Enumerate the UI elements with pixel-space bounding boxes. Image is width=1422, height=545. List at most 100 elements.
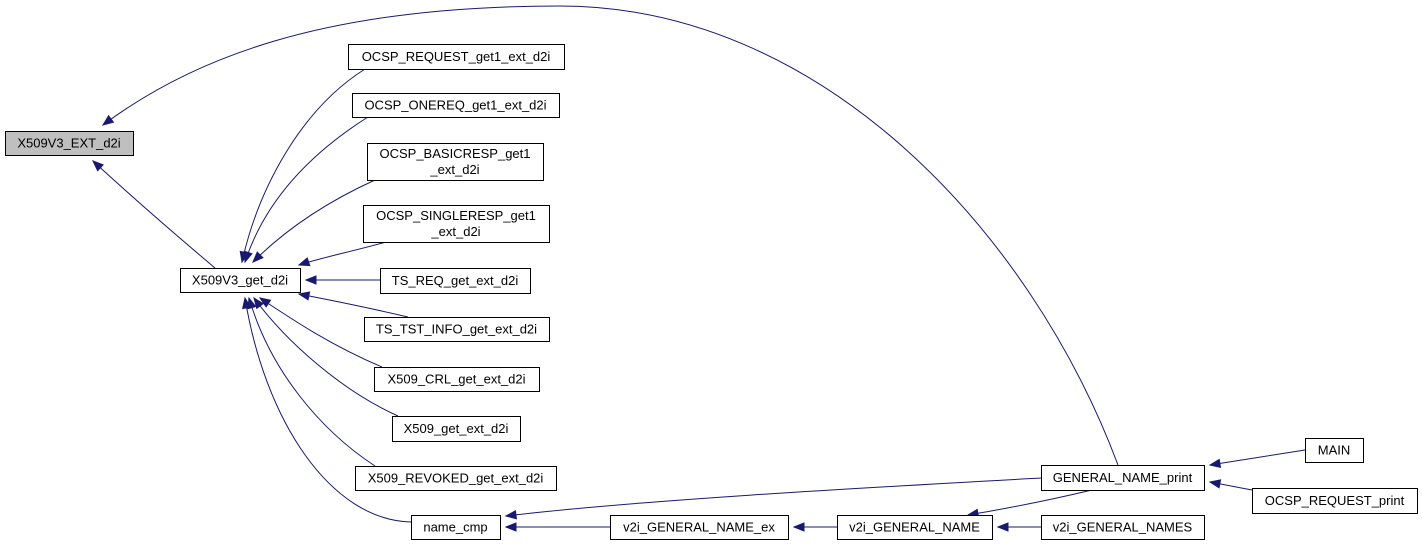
arrow-head <box>243 250 253 264</box>
edge-line <box>253 297 399 417</box>
node-ocsp-request-get1[interactable]: OCSP_REQUEST_get1_ext_d2i <box>348 44 565 70</box>
node-v2i-general-names[interactable]: v2i_GENERAL_NAMES <box>1041 515 1205 540</box>
node-box[interactable] <box>1041 515 1205 540</box>
node-label: OCSP_SINGLERESP_get1 <box>376 208 536 223</box>
edge-line <box>298 293 409 318</box>
arrow-head <box>252 251 264 263</box>
node-label: X509V3_get_d2i <box>192 273 288 288</box>
node-ocsp-singleresp-get1[interactable]: OCSP_SINGLERESP_get1_ext_d2i <box>363 205 550 243</box>
edge-name_cmp-to-x509v3_get_d2i <box>242 296 412 523</box>
edge-line <box>967 489 1093 516</box>
node-box[interactable] <box>180 268 301 293</box>
arrow-head <box>92 160 104 172</box>
node-box[interactable] <box>1252 488 1418 514</box>
node-general-name-print[interactable]: GENERAL_NAME_print <box>1041 465 1205 491</box>
node-box[interactable] <box>374 367 540 392</box>
arrow-head <box>1208 479 1222 489</box>
edge-line <box>298 241 387 266</box>
edge-ts_req_get-to-x509v3_get_d2i <box>304 275 380 285</box>
arrow-head <box>504 522 517 532</box>
edge-main-to-general_name_print <box>1208 449 1306 469</box>
node-label: TS_TST_INFO_get_ext_d2i <box>376 322 537 337</box>
node-box[interactable] <box>352 93 560 118</box>
edge-ocsp_singleresp_get1-to-x509v3_get_d2i <box>297 241 387 267</box>
node-x509-crl-get[interactable]: X509_CRL_get_ext_d2i <box>374 367 540 392</box>
edge-line <box>252 179 376 263</box>
node-x509-revoked-get[interactable]: X509_REVOKED_get_ext_d2i <box>355 466 557 491</box>
edge-general_name_print-to-name_cmp <box>504 477 1042 520</box>
edge-line <box>248 297 376 467</box>
node-box[interactable] <box>411 515 501 540</box>
node-ocsp-request-print[interactable]: OCSP_REQUEST_print <box>1252 488 1418 514</box>
node-label: v2i_GENERAL_NAME_ex <box>623 520 775 535</box>
node-box[interactable] <box>1041 465 1205 491</box>
node-x509-get[interactable]: X509_get_ext_d2i <box>392 416 521 442</box>
node-label: _ext_d2i <box>429 162 479 177</box>
node-box[interactable] <box>837 515 993 540</box>
edge-line <box>1209 449 1306 466</box>
node-label: _ext_d2i <box>430 224 480 239</box>
arrow-head <box>297 257 311 267</box>
node-v2i-general-name-ex[interactable]: v2i_GENERAL_NAME_ex <box>610 515 789 540</box>
node-ocsp-onereq-get1[interactable]: OCSP_ONEREQ_get1_ext_d2i <box>352 93 560 118</box>
node-label: OCSP_ONEREQ_get1_ext_d2i <box>364 98 546 113</box>
node-label: OCSP_REQUEST_get1_ext_d2i <box>362 49 551 64</box>
edge-line <box>259 297 383 368</box>
node-x509v3-get-d2i[interactable]: X509V3_get_d2i <box>180 268 301 293</box>
node-box[interactable] <box>355 466 557 491</box>
edge-ts_tst_info_get-to-x509v3_get_d2i <box>297 291 409 318</box>
node-label: TS_REQ_get_ext_d2i <box>392 273 519 288</box>
arrow-head <box>242 296 252 310</box>
edge-line <box>244 297 412 523</box>
node-box[interactable] <box>367 143 544 181</box>
node-box[interactable] <box>1305 438 1364 463</box>
edge-ocsp_request_print-to-general_name_print <box>1208 479 1253 491</box>
node-ts-tst-info-get[interactable]: TS_TST_INFO_get_ext_d2i <box>364 317 550 342</box>
node-ocsp-basicresp-get1[interactable]: OCSP_BASICRESP_get1_ext_d2i <box>367 143 544 181</box>
edge-v2i_general_name-to-v2i_general_name_ex <box>792 522 837 532</box>
edge-v2i_general_names-to-v2i_general_name <box>996 522 1041 532</box>
node-label: X509_CRL_get_ext_d2i <box>387 372 525 387</box>
node-label: MAIN <box>1318 443 1351 458</box>
node-box[interactable] <box>392 416 521 442</box>
arrow-head <box>996 522 1009 532</box>
node-label: name_cmp <box>423 520 487 535</box>
edge-line <box>92 160 216 269</box>
arrow-head <box>304 275 317 285</box>
node-main[interactable]: MAIN <box>1305 438 1364 463</box>
edge-line <box>505 477 1042 517</box>
edge-line <box>241 68 366 263</box>
arrow-head <box>101 114 115 126</box>
node-name-cmp[interactable]: name_cmp <box>411 515 501 540</box>
node-x509v3-ext-d2i[interactable]: X509V3_EXT_d2i <box>5 131 134 156</box>
arrow-head <box>1208 458 1222 469</box>
edge-x509_crl_get-to-x509v3_get_d2i <box>258 297 383 368</box>
node-label: v2i_GENERAL_NAME <box>849 520 980 535</box>
node-box[interactable] <box>5 131 134 156</box>
node-ts-req-get[interactable]: TS_REQ_get_ext_d2i <box>380 268 531 294</box>
edge-v2i_general_name_ex-to-name_cmp <box>504 522 610 532</box>
node-box[interactable] <box>348 44 565 70</box>
edge-line <box>102 5 1119 466</box>
node-label: OCSP_BASICRESP_get1 <box>379 146 530 161</box>
edge-x509_get-to-x509v3_get_d2i <box>253 296 399 417</box>
edge-general_name_print-to-v2i_general_name <box>966 489 1093 518</box>
node-box[interactable] <box>363 205 550 243</box>
node-box[interactable] <box>610 515 789 540</box>
node-label: OCSP_REQUEST_print <box>1265 493 1405 508</box>
node-box[interactable] <box>380 268 531 294</box>
node-v2i-general-name[interactable]: v2i_GENERAL_NAME <box>837 515 993 540</box>
nodes-layer: X509V3_EXT_d2iX509V3_get_d2iOCSP_REQUEST… <box>5 44 1418 540</box>
edge-line <box>244 116 369 263</box>
arrow-head <box>504 510 517 520</box>
node-label: v2i_GENERAL_NAMES <box>1053 520 1193 535</box>
edge-general_name_print-to-x509v3_ext_d2i <box>101 5 1119 466</box>
arrow-head <box>792 522 805 532</box>
node-box[interactable] <box>364 317 550 342</box>
arrow-head <box>258 297 272 308</box>
edge-ocsp_onereq_get1-to-x509v3_get_d2i <box>243 116 369 264</box>
edges-layer <box>92 5 1306 532</box>
edge-ocsp_request_get1-to-x509v3_get_d2i <box>239 68 366 264</box>
arrow-head <box>297 291 311 301</box>
